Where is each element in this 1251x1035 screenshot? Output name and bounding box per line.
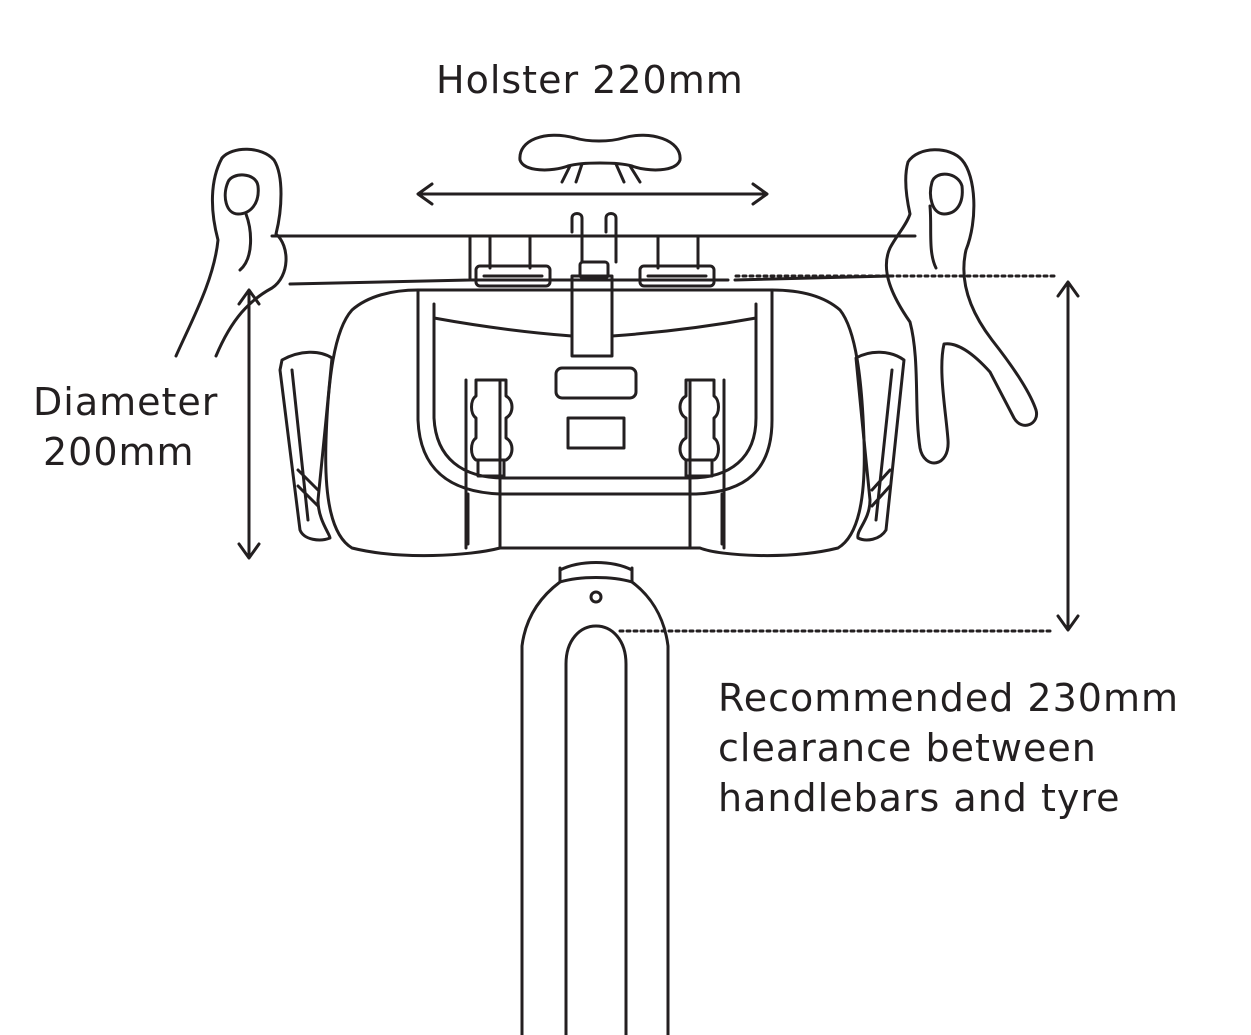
diameter-label: Diameter 200mm — [33, 377, 218, 477]
clearance-label-line-3: handlebars and tyre — [718, 776, 1121, 820]
handlebar-bag-icon — [278, 234, 906, 558]
brake-lever-icon — [174, 147, 288, 358]
buckle-icon — [678, 378, 726, 550]
saddle-icon — [518, 133, 682, 184]
brake-lever-icon — [885, 148, 1039, 465]
diameter-arrow — [237, 288, 261, 560]
diameter-label-line-2: 200mm — [43, 430, 195, 474]
buckle-icon — [464, 378, 514, 550]
handlebar-icon — [270, 234, 917, 286]
clearance-label: Recommended 230mm clearance between hand… — [718, 673, 1179, 823]
holster-width-arrow — [416, 182, 769, 206]
clearance-label-line-2: clearance between — [718, 726, 1097, 770]
clearance-guides — [618, 274, 1080, 633]
fork-icon — [520, 561, 670, 1035]
stem-bolts — [570, 212, 618, 264]
clearance-label-line-1: Recommended 230mm — [718, 676, 1179, 720]
holster-label: Holster 220mm — [436, 55, 744, 105]
holster-label-text: Holster 220mm — [436, 58, 744, 102]
diameter-label-line-1: Diameter — [33, 380, 219, 424]
